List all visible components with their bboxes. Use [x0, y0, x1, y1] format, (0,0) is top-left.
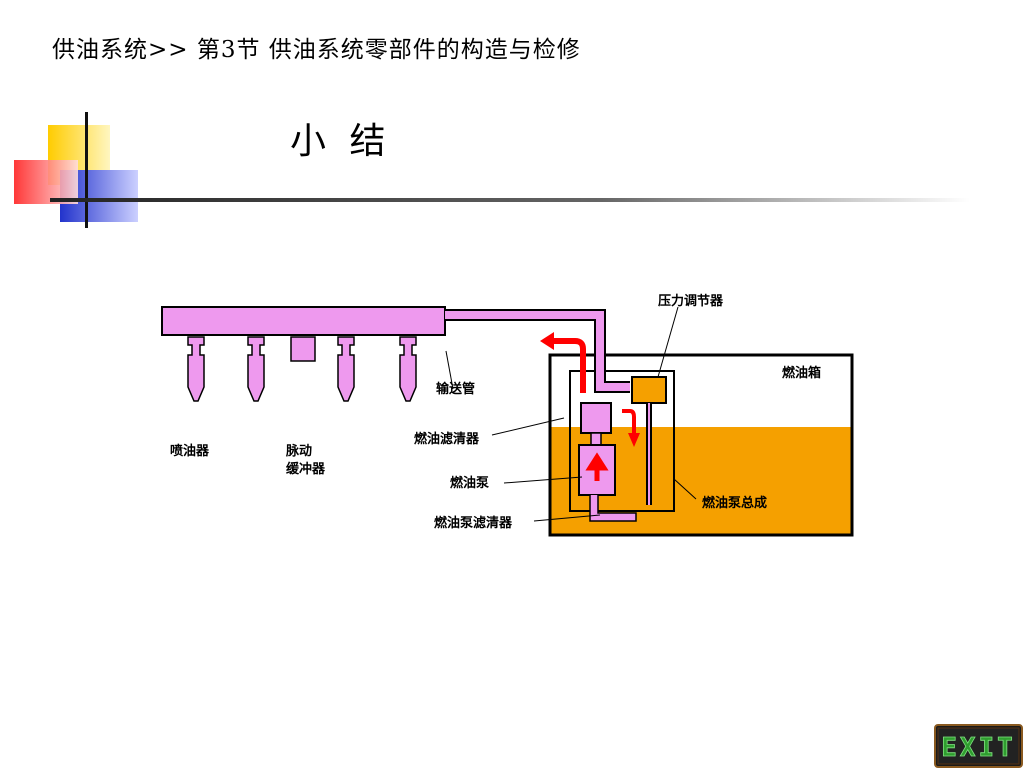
deco-red-square — [14, 160, 78, 204]
deco-vertical-line — [85, 112, 88, 228]
label-fuel-tank: 燃油箱 — [782, 365, 821, 381]
injector — [247, 336, 265, 402]
flow-arrow-return — [550, 338, 586, 393]
filter-pump-link — [590, 432, 602, 446]
label-damper-line1: 脉动 — [285, 443, 312, 459]
injector — [187, 336, 205, 402]
deco-horizontal-line — [50, 198, 970, 202]
injector — [399, 336, 417, 402]
fuel-rail — [161, 306, 446, 336]
page-title: 小 结 — [290, 121, 392, 162]
label-pressure-regulator: 压力调节器 — [658, 293, 724, 309]
label-delivery-pipe: 输送管 — [436, 381, 475, 397]
label-pump-filter: 燃油泵滤清器 — [434, 515, 513, 531]
injector — [337, 336, 355, 402]
title-decoration — [14, 112, 970, 228]
label-fuel-pump: 燃油泵 — [450, 475, 489, 491]
label-fuel-filter: 燃油滤清器 — [414, 431, 480, 447]
pump-up-arrow — [585, 452, 609, 481]
exit-button[interactable]: EXIT — [934, 724, 1023, 768]
pressure-regulator — [631, 376, 667, 404]
exit-label: EXIT — [941, 733, 1016, 763]
pulsation-damper — [290, 336, 316, 362]
label-pump-assembly: 燃油泵总成 — [702, 495, 767, 511]
breadcrumb: 供油系统>> 第3节 供油系统零部件的构造与检修 — [52, 37, 581, 63]
fuel-system-diagram: 压力调节器 燃油箱 输送管 喷油器 脉动 缓冲器 燃油滤清器 燃油泵 燃油泵滤清… — [161, 293, 854, 537]
pump-assembly-frame — [569, 370, 675, 512]
label-injector: 喷油器 — [170, 443, 210, 459]
flow-arrow-down — [622, 409, 636, 435]
fuel-filter — [580, 402, 612, 434]
label-damper-line2: 缓冲器 — [286, 461, 326, 477]
pump-strainer — [589, 495, 637, 522]
fuel-tank-outline — [548, 353, 854, 537]
